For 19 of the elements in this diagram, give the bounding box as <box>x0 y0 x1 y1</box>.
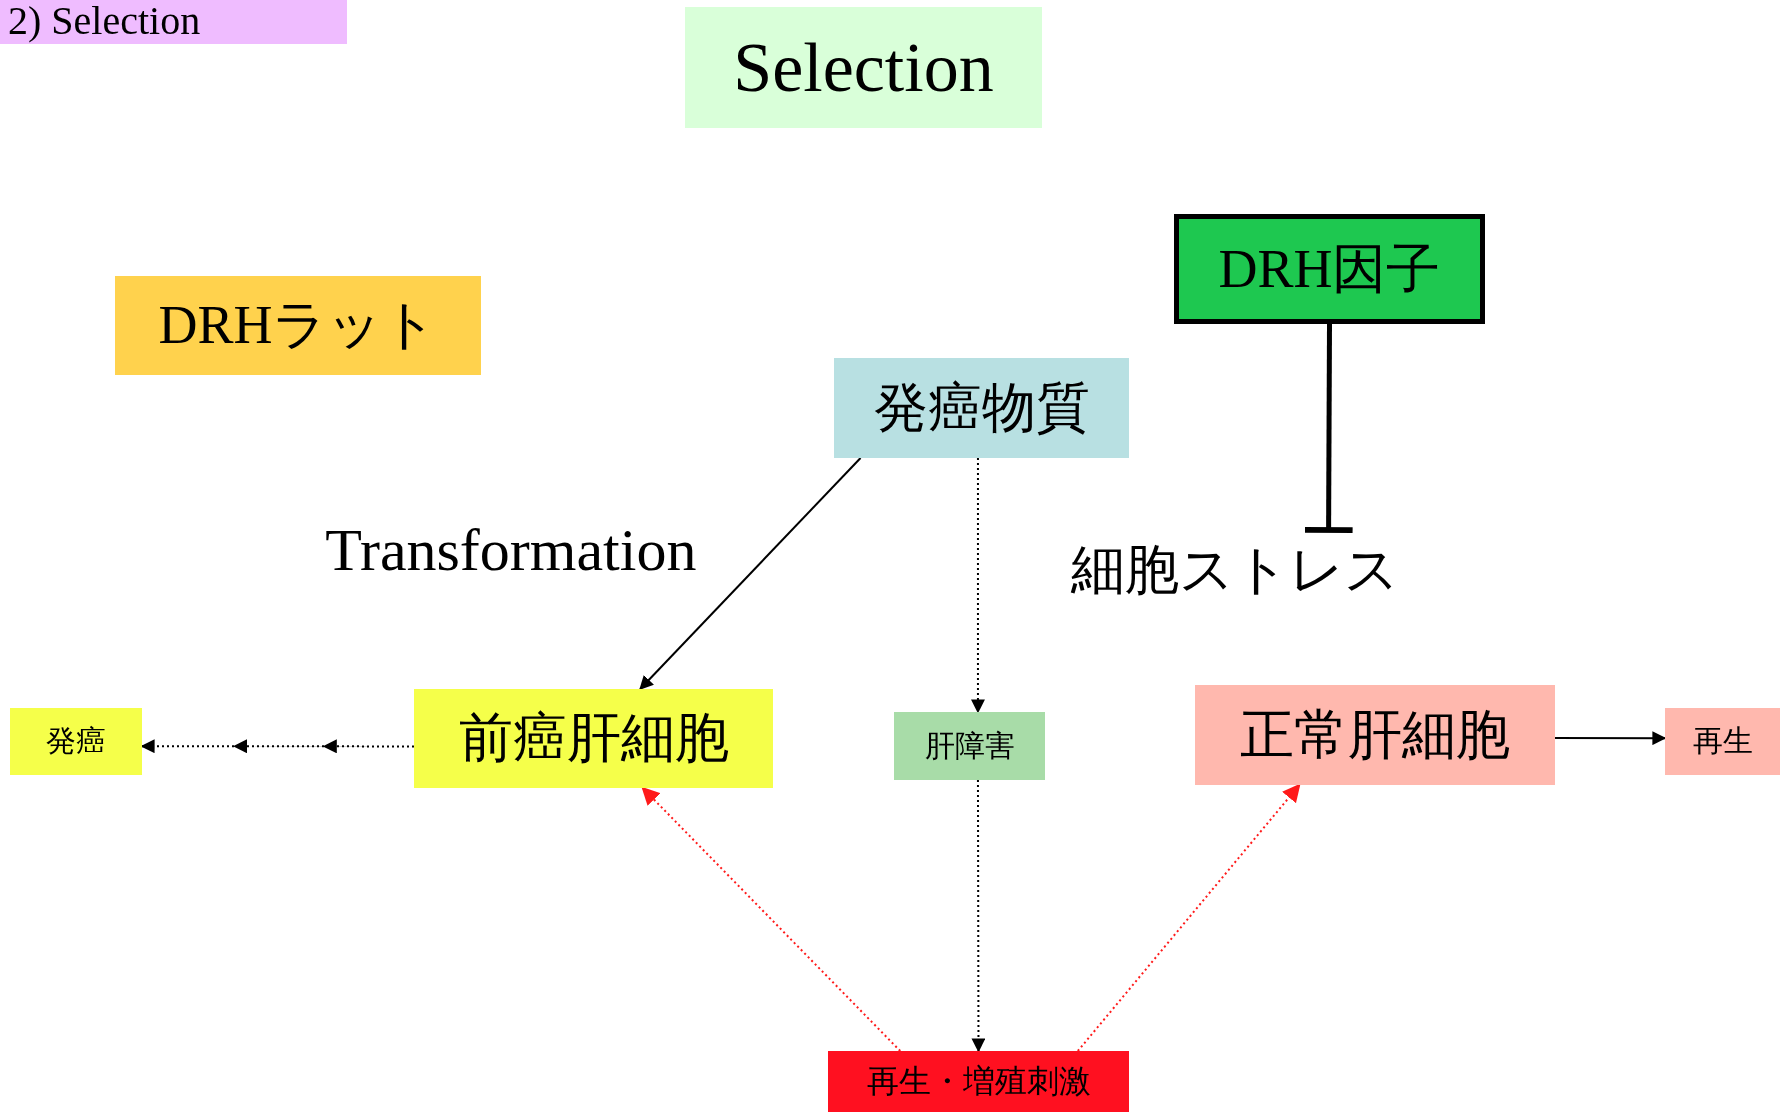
node-box: DRHラット <box>115 276 481 375</box>
arrow <box>141 739 415 753</box>
arrow <box>639 457 862 690</box>
node-box: DRH因子 <box>1174 214 1485 324</box>
arrow <box>1554 731 1667 746</box>
node-box: 発癌物質 <box>834 358 1129 458</box>
arrow <box>970 457 985 714</box>
node-box: 前癌肝細胞 <box>414 689 773 788</box>
arrow <box>971 779 986 1053</box>
node-box: 再生 <box>1665 708 1780 775</box>
title-box: Selection <box>685 7 1042 128</box>
section-label: 2) Selection <box>0 0 347 44</box>
node-box: 発癌 <box>10 708 142 775</box>
node-box: 正常肝細胞 <box>1195 685 1555 785</box>
arrow <box>641 786 902 1052</box>
node-box: 肝障害 <box>894 712 1045 780</box>
node-label: 細胞ストレス <box>1040 530 1430 610</box>
arrow <box>1076 783 1301 1052</box>
node-box: 再生・増殖刺激 <box>828 1051 1129 1112</box>
